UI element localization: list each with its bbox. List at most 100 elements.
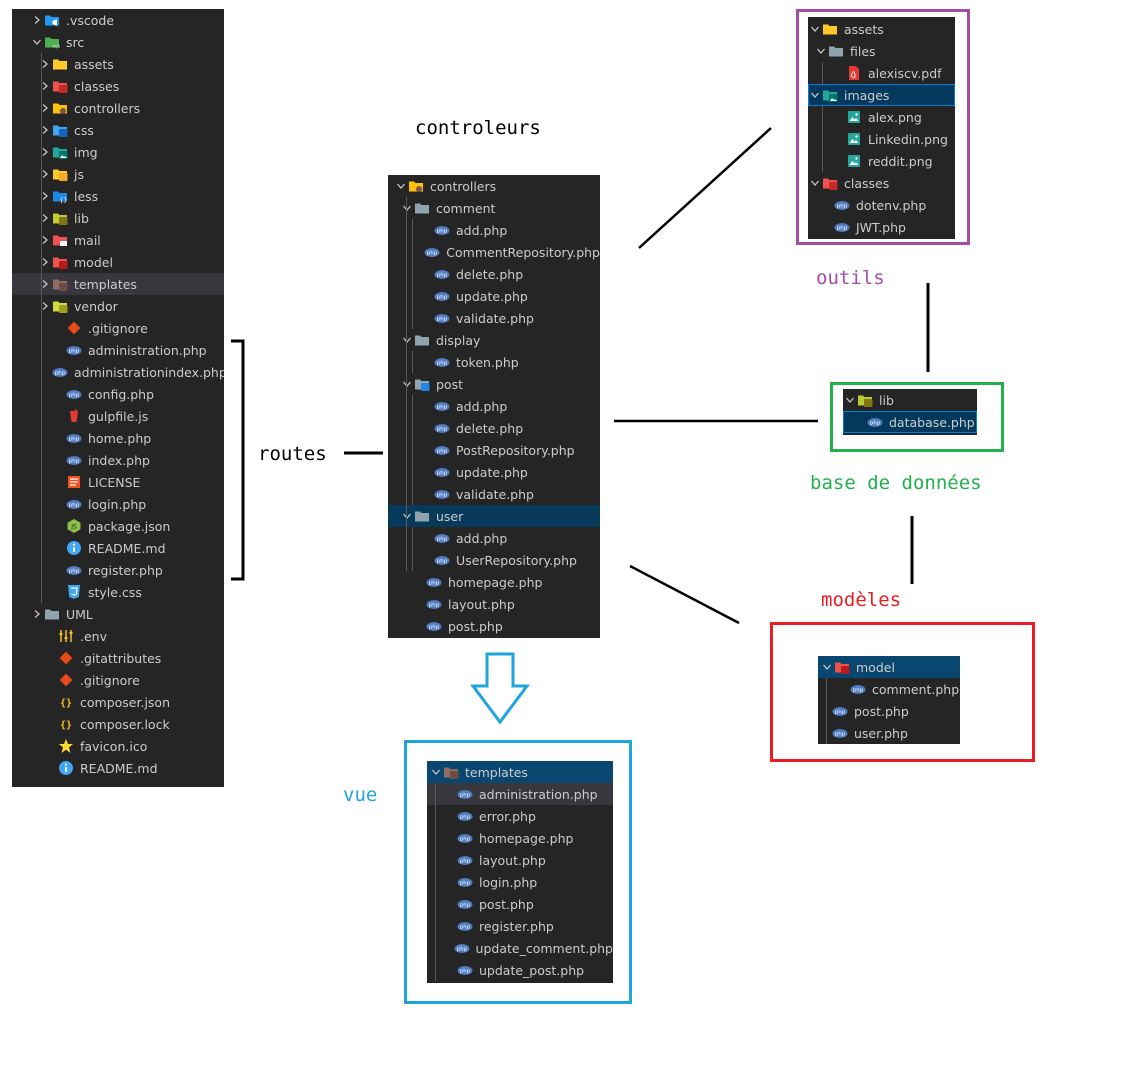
chevron-down-icon[interactable] xyxy=(400,197,414,219)
tree-file[interactable]: README.md xyxy=(12,757,224,779)
tree-file[interactable]: alexiscv.pdf xyxy=(808,62,955,84)
chevron-right-icon[interactable] xyxy=(38,163,52,185)
chevron-right-icon[interactable] xyxy=(38,185,52,207)
chevron-right-icon[interactable] xyxy=(38,53,52,75)
tree-file[interactable]: .gitignore xyxy=(12,669,224,691)
tree-folder[interactable]: post xyxy=(388,373,600,395)
chevron-down-icon[interactable] xyxy=(808,172,822,194)
tree-file[interactable]: style.css xyxy=(12,581,224,603)
tree-folder[interactable]: .vscode xyxy=(12,9,224,31)
chevron-right-icon[interactable] xyxy=(38,229,52,251)
tree-folder[interactable]: templates xyxy=(427,761,613,783)
chevron-down-icon[interactable] xyxy=(429,761,443,783)
chevron-down-icon[interactable] xyxy=(30,31,44,53)
chevron-down-icon[interactable] xyxy=(808,18,822,40)
tree-file[interactable]: Linkedin.png xyxy=(808,128,955,150)
tree-folder[interactable]: img xyxy=(12,141,224,163)
chevron-down-icon[interactable] xyxy=(808,84,822,106)
chevron-down-icon[interactable] xyxy=(400,373,414,395)
chevron-right-icon[interactable] xyxy=(38,119,52,141)
chevron-down-icon[interactable] xyxy=(820,656,834,678)
tree-folder[interactable]: </>src xyxy=(12,31,224,53)
tree-folder[interactable]: images xyxy=(808,84,955,106)
chevron-right-icon[interactable] xyxy=(38,295,52,317)
chevron-down-icon[interactable] xyxy=(400,329,414,351)
tree-folder[interactable]: controllers xyxy=(388,175,600,197)
tree-folder[interactable]: templates xyxy=(12,273,224,295)
chevron-right-icon[interactable] xyxy=(38,75,52,97)
tree-folder[interactable]: lib xyxy=(12,207,224,229)
tree-folder[interactable]: vendor xyxy=(12,295,224,317)
tree-folder[interactable]: controllers xyxy=(12,97,224,119)
tree-folder[interactable]: css xyxy=(12,119,224,141)
tree-file[interactable]: LICENSE xyxy=(12,471,224,493)
tree-folder[interactable]: assets xyxy=(808,18,955,40)
tree-folder[interactable]: {}less xyxy=(12,185,224,207)
tree-folder[interactable]: classes xyxy=(12,75,224,97)
tree-folder[interactable]: classes xyxy=(808,172,955,194)
tree-file[interactable]: .env xyxy=(12,625,224,647)
tree-folder[interactable]: js xyxy=(12,163,224,185)
chevron-right-icon[interactable] xyxy=(38,251,52,273)
tree-file[interactable]: README.md xyxy=(12,537,224,559)
tree-file[interactable]: favicon.ico xyxy=(12,735,224,757)
chevron-down-icon[interactable] xyxy=(843,389,857,411)
chevron-right-icon[interactable] xyxy=(38,141,52,163)
tree-folder[interactable]: model xyxy=(12,251,224,273)
tree-folder[interactable]: display xyxy=(388,329,600,351)
tree-file[interactable]: gulpfile.js xyxy=(12,405,224,427)
tree-folder[interactable]: comment xyxy=(388,197,600,219)
tree-folder[interactable]: user xyxy=(388,505,600,527)
chevron-right-icon[interactable] xyxy=(38,207,52,229)
tree-file[interactable]: .gitattributes xyxy=(12,647,224,669)
chevron-down-icon[interactable] xyxy=(814,40,828,62)
chevron-right-icon[interactable] xyxy=(30,9,44,31)
chevron-down-icon[interactable] xyxy=(400,505,414,527)
tree-file[interactable]: {}composer.lock xyxy=(12,713,224,735)
tree-file[interactable]: reddit.png xyxy=(808,150,955,172)
tree-file[interactable]: alex.png xyxy=(808,106,955,128)
tree-folder[interactable]: files xyxy=(808,40,955,62)
tree-folder[interactable]: model xyxy=(818,656,960,678)
tree-file[interactable]: .gitignore xyxy=(12,317,224,339)
tree-folder[interactable]: lib xyxy=(843,389,977,411)
tree-folder[interactable]: mail xyxy=(12,229,224,251)
tree-folder[interactable]: UML xyxy=(12,603,224,625)
chevron-right-icon[interactable] xyxy=(38,97,52,119)
chevron-right-icon[interactable] xyxy=(30,603,44,625)
